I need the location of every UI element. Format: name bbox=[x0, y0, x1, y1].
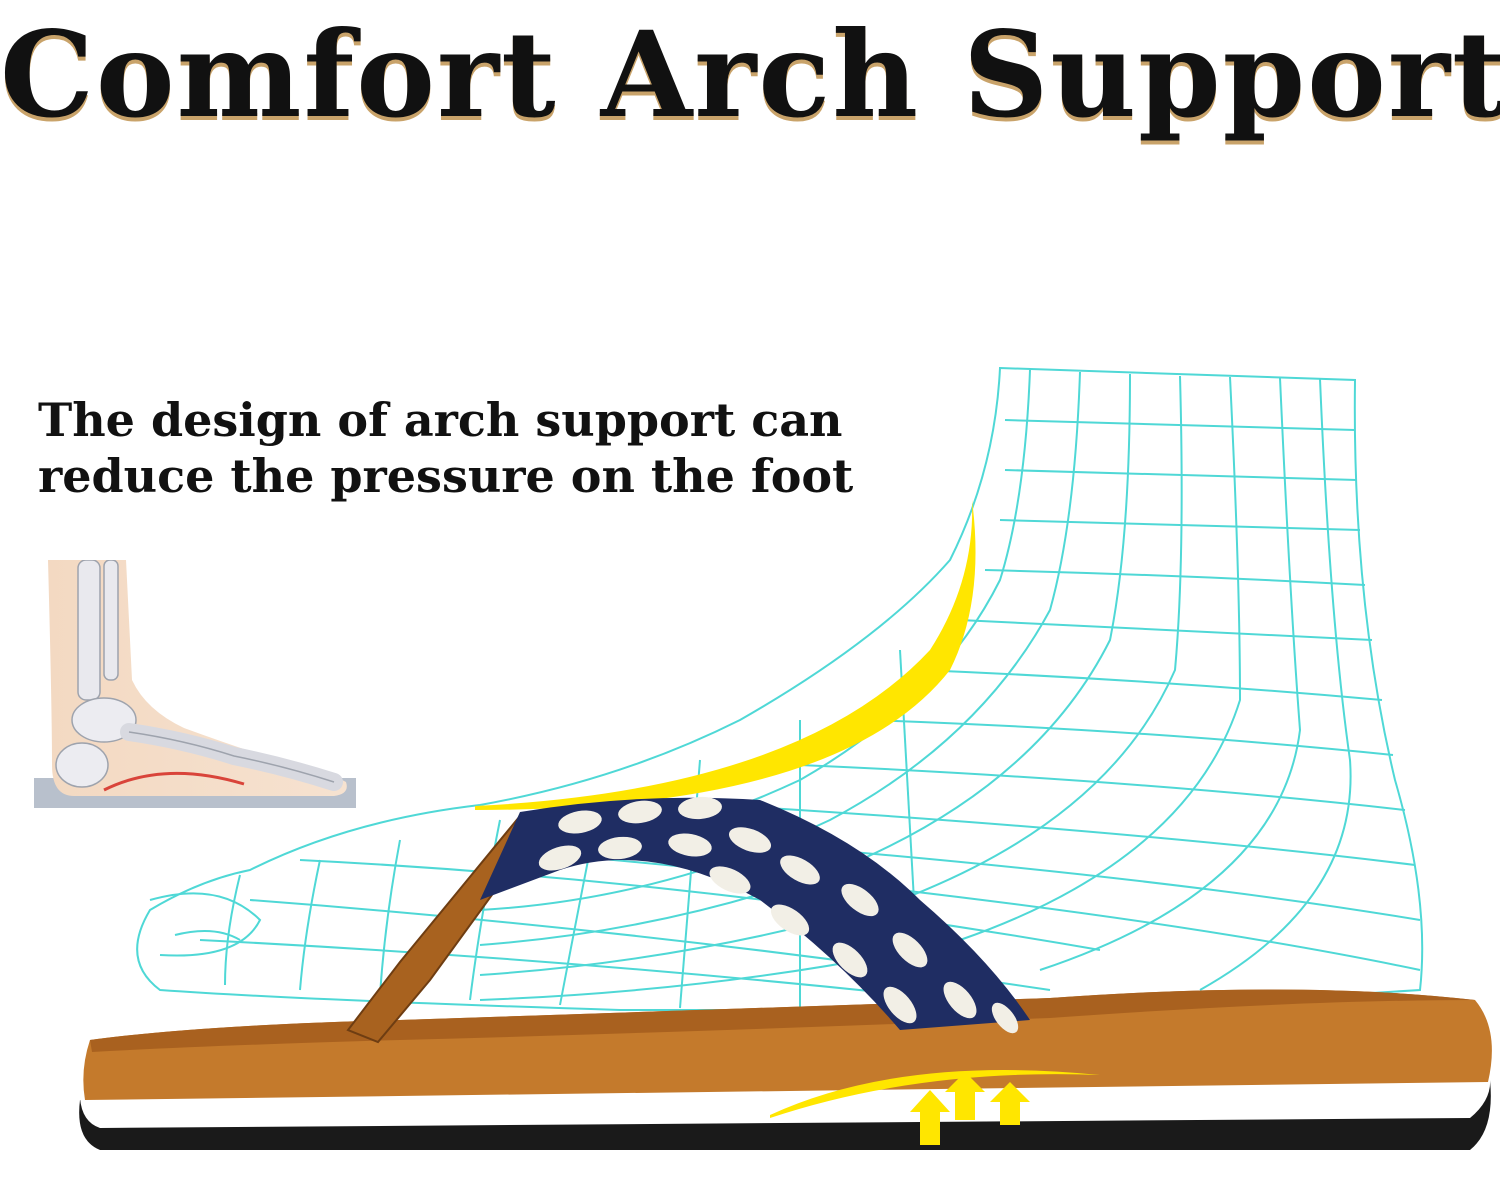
arch-highlight bbox=[770, 1070, 1100, 1118]
subtitle-line-2: reduce the pressure on the foot bbox=[38, 449, 854, 503]
foot-wireframe bbox=[136, 366, 1424, 1011]
sandal-midsole bbox=[83, 989, 1492, 1100]
foot-skeleton-icon bbox=[34, 559, 356, 808]
subtitle-line-1: The design of arch support can bbox=[38, 393, 843, 447]
foot-skeleton-image bbox=[34, 559, 356, 808]
braided-strap bbox=[480, 796, 1030, 1034]
page-title: Comfort Arch Support bbox=[0, 5, 1500, 144]
arch-arrows-icon bbox=[910, 1072, 1030, 1145]
subtitle: The design of arch support can reduce th… bbox=[38, 392, 918, 504]
instep-highlight bbox=[475, 500, 976, 810]
